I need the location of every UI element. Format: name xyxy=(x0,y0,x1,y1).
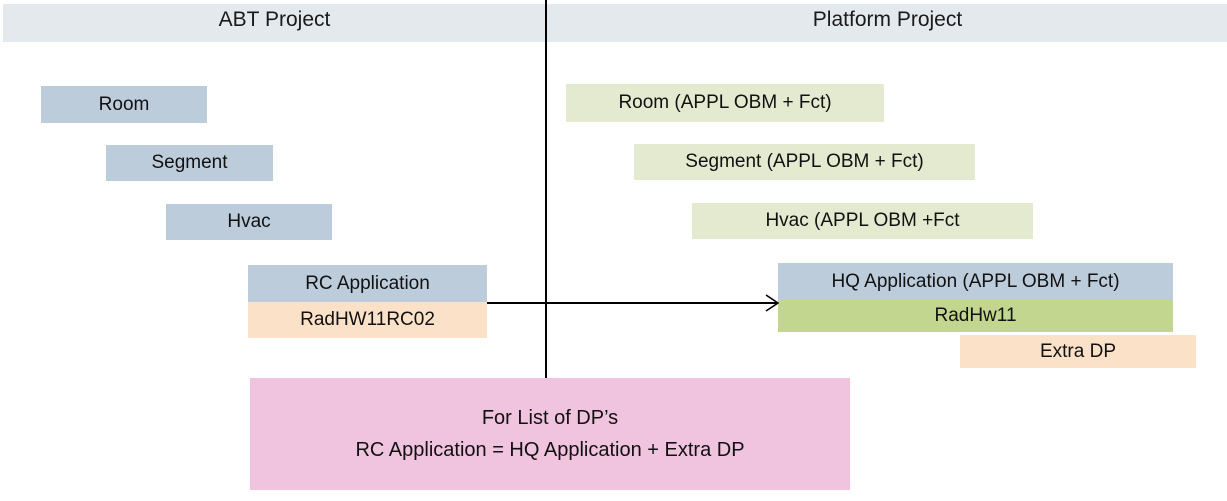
box-left-room[interactable]: Room xyxy=(41,86,207,123)
rc-to-hq-arrow-line xyxy=(487,302,777,304)
box-left-segment[interactable]: Segment xyxy=(106,145,273,181)
box-right-extra-dp[interactable]: Extra DP xyxy=(960,335,1196,368)
column-header-band xyxy=(3,4,1227,42)
note-line-1: For List of DP’s xyxy=(481,407,619,429)
box-left-rc-application[interactable]: RC Application xyxy=(248,265,487,302)
box-left-hvac[interactable]: Hvac xyxy=(166,204,332,240)
column-header-abt-project: ABT Project xyxy=(218,8,331,31)
rc-to-hq-arrow-head xyxy=(765,294,779,312)
note-box-dp-equivalence: For List of DP’s RC Application = HQ App… xyxy=(250,378,850,490)
column-divider xyxy=(545,0,547,379)
box-right-hvac-appl-obm-fct[interactable]: Hvac (APPL OBM +Fct xyxy=(692,203,1033,239)
note-line-2: RC Application = HQ Application + Extra … xyxy=(355,439,745,461)
box-right-radhw11[interactable]: RadHw11 xyxy=(778,300,1173,332)
box-right-room-appl-obm-fct[interactable]: Room (APPL OBM + Fct) xyxy=(566,84,884,122)
box-right-hq-application[interactable]: HQ Application (APPL OBM + Fct) xyxy=(778,263,1173,300)
box-left-radhw11rc02[interactable]: RadHW11RC02 xyxy=(248,302,487,338)
column-header-platform-project: Platform Project xyxy=(812,8,963,31)
box-right-segment-appl-obm-fct[interactable]: Segment (APPL OBM + Fct) xyxy=(634,144,975,180)
